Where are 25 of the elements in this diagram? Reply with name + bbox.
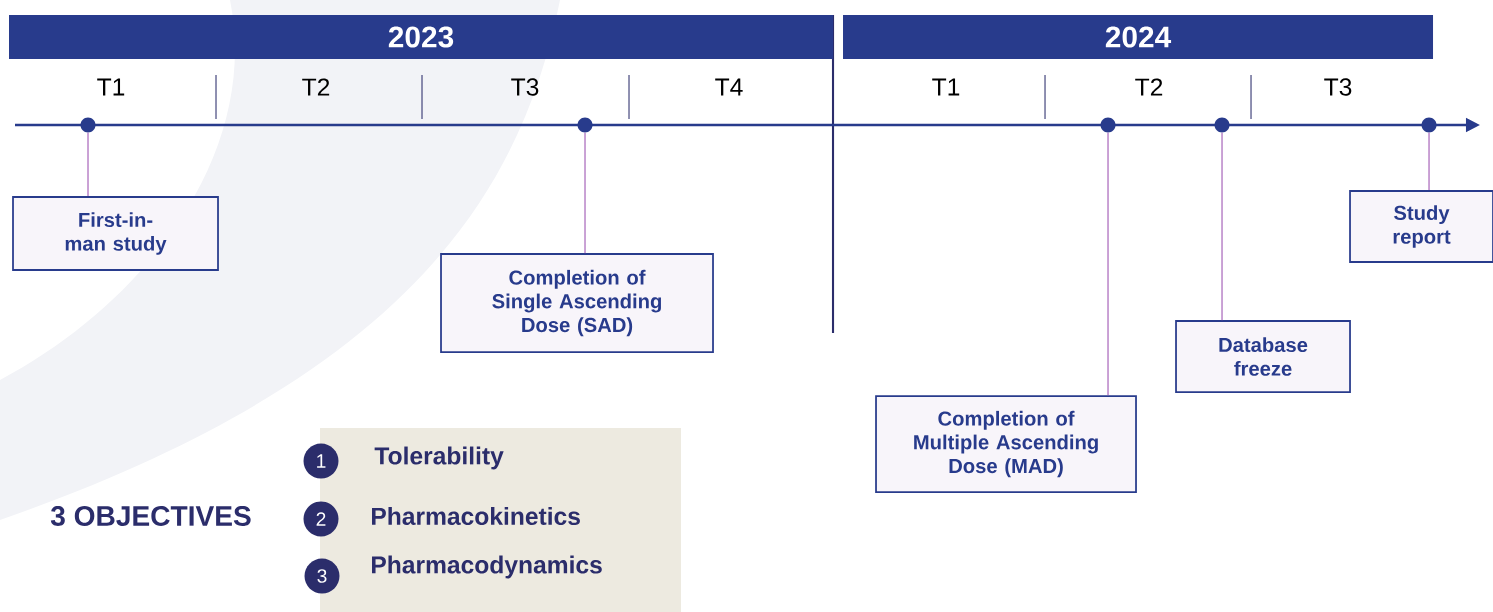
objectives-heading: 3 OBJECTIVES	[50, 506, 251, 526]
quarter-label: T3	[511, 78, 539, 96]
leader-line	[1221, 132, 1223, 321]
leader-line	[1428, 132, 1430, 191]
objective-text: Tolerability	[374, 446, 504, 470]
leader-line	[1107, 132, 1109, 396]
year-band: 2023	[9, 15, 833, 59]
milestone-dot	[1100, 117, 1116, 133]
year-band: 2024	[843, 15, 1433, 59]
milestone-box: First-in-man study	[12, 196, 219, 271]
milestone-dot	[577, 117, 593, 133]
objective-text: Pharmacodynamics	[372, 555, 602, 579]
quarter-label: T3	[1324, 78, 1352, 96]
milestone-dot	[1214, 117, 1230, 133]
milestone-box: Study report	[1349, 190, 1493, 263]
milestone-dot	[1421, 117, 1437, 133]
quarter-label: T2	[1135, 78, 1163, 96]
milestone-box: Completion of Multiple Ascending Dose (MAD)	[875, 395, 1137, 493]
milestone-box: Completion of Single Ascending Dose (SAD)	[440, 253, 714, 353]
leader-line	[584, 132, 586, 254]
quarter-label: T1	[97, 78, 125, 96]
leader-line	[87, 132, 89, 197]
objective-text: Pharmacokinetics	[372, 506, 580, 526]
milestone-dot	[80, 117, 96, 133]
milestone-box: Database freeze	[1175, 320, 1351, 393]
